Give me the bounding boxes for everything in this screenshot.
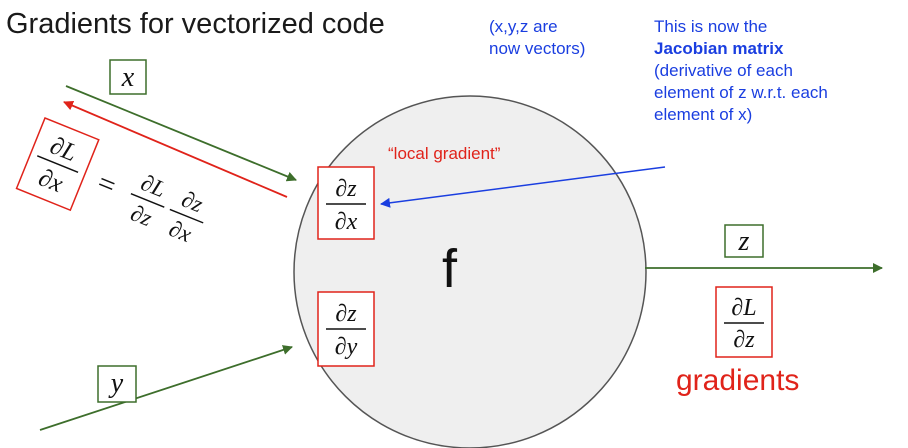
dz-dy-numerator: ∂z [335,301,357,327]
dz-dy-denominator: ∂y [335,334,358,360]
dz-dx-box [317,166,375,240]
var-y-box [97,365,137,403]
input-x-arrow [65,85,297,182]
jacobian-note-line: element of x) [654,105,753,124]
var-y-label: y [108,368,124,399]
dL-dz-numerator: ∂L [731,295,756,321]
chain-rule-expression: ∂L ∂x = ∂L ∂z ∂z ∂x [15,117,206,248]
input-y-arrow [39,345,293,431]
var-z-label: z [738,226,750,257]
jacobian-note-bold: Jacobian matrix [654,39,784,58]
dL-dz-box [715,286,773,358]
chain-dz-dx-denominator: ∂x [166,216,196,248]
vectors-note-line: now vectors) [489,39,586,58]
fraction-bar [36,155,79,174]
vectors-note-line: (x,y,z are [489,17,558,36]
jacobian-note-line: element of z w.r.t. each [654,83,828,102]
chain-dz-dx-numerator: ∂z [178,186,206,217]
chain-dL-dz-numerator: ∂L [138,170,170,202]
chain-dL-dz-denominator: ∂z [127,200,155,231]
var-x-box [109,59,147,95]
dL-dz-denominator: ∂z [733,327,755,353]
var-z-box [724,224,764,258]
equals-sign: = [93,166,121,203]
fraction-bar [169,208,204,224]
jacobian-note: This is now the Jacobian matrix (derivat… [654,16,828,126]
dz-dx-denominator: ∂x [335,209,358,235]
dz-dx-numerator: ∂z [335,176,357,202]
node-f-circle [293,95,647,448]
gradient-back-arrow [63,100,288,198]
vectors-note: (x,y,z are now vectors) [489,16,585,60]
local-gradient-label: “local gradient” [388,144,501,163]
gradients-label: gradients [676,364,800,397]
jacobian-note-line: (derivative of each [654,61,793,80]
page-title: Gradients for vectorized code [6,8,385,40]
jacobian-note-line: This is now the [654,17,768,36]
node-f-label: f [442,239,458,299]
fraction-bar [130,193,165,208]
jacobian-pointer-arrow [380,166,666,208]
var-x-label: x [121,62,135,93]
